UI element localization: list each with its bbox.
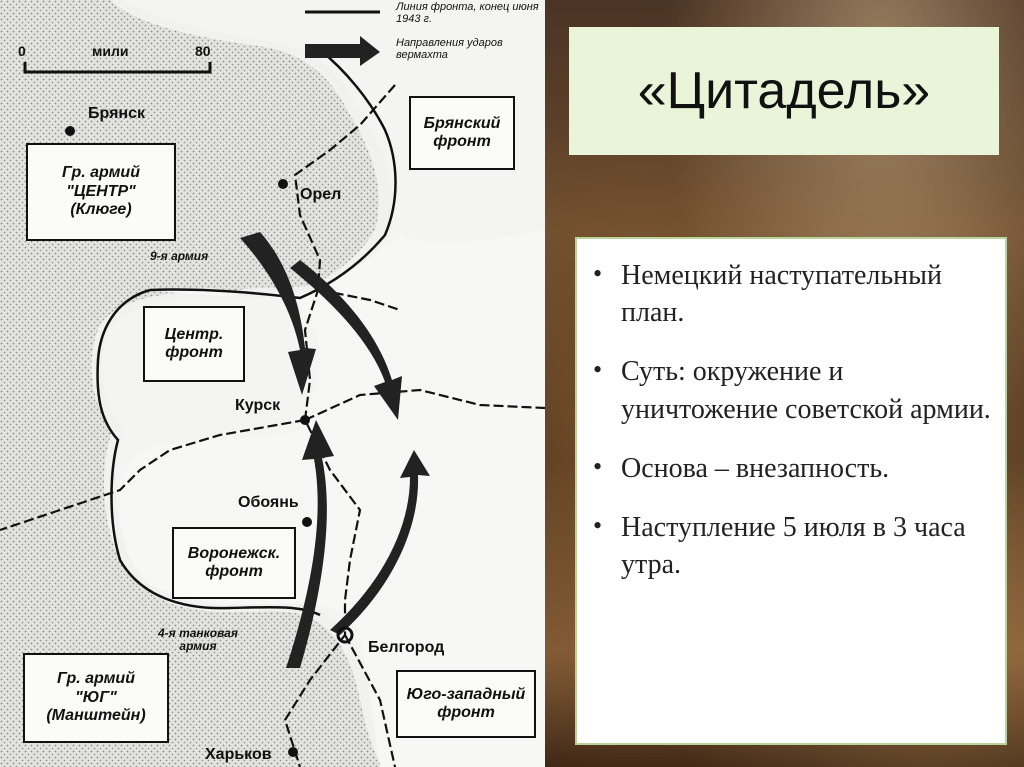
army-label-fourth-panzer: 4-я танковая армия: [158, 627, 238, 652]
box-bryansk-front: Брянский фронт: [409, 96, 515, 170]
city-dot-kursk: [300, 415, 310, 425]
salient-interior: [119, 230, 545, 767]
box-southwest-front-line2: фронт: [437, 704, 495, 721]
bullet-icon: •: [593, 451, 603, 481]
city-dot-oboyan: [302, 517, 312, 527]
bullet-item: • Немецкий наступательный план.: [589, 257, 993, 331]
box-army-group-center-line2: "ЦЕНТР": [66, 182, 136, 200]
box-army-group-south-line1: Гр. армий: [57, 670, 135, 688]
bullet-icon: •: [593, 355, 603, 385]
bullet-item: • Суть: окружение и уничтожение советской…: [589, 353, 993, 427]
railways: [0, 84, 545, 767]
city-dot-belgorod: [336, 626, 354, 644]
box-voronezh-front-line1: Воронежск.: [187, 544, 281, 562]
army-label-fourth-panzer-line1: 4-я танковая: [158, 626, 238, 640]
box-central-front-line2: фронт: [165, 344, 223, 361]
attack-arrow-south-1: [286, 420, 334, 668]
title-box: «Цитадель»: [569, 27, 999, 155]
city-label-orel: Орел: [300, 186, 342, 203]
box-army-group-center: Гр. армий "ЦЕНТР" (Клюге): [26, 143, 176, 241]
content-box: • Немецкий наступательный план. • Суть: ок…: [575, 237, 1007, 745]
box-bryansk-front-line1: Брянский: [423, 114, 501, 132]
army-label-fourth-panzer-line2: армия: [179, 638, 217, 653]
bullet-icon: •: [593, 259, 603, 288]
box-bryansk-front-line2: фронт: [433, 133, 491, 150]
scale-zero: 0: [18, 43, 26, 59]
box-army-group-center-line1: Гр. армий: [62, 164, 140, 182]
box-army-group-south: Гр. армий "ЮГ" (Манштейн): [23, 653, 169, 743]
box-southwest-front: Юго-западный фронт: [396, 670, 536, 738]
scale-bar: [23, 62, 212, 74]
legend-attack-direction-label: Направления ударов вермахта: [396, 37, 503, 61]
army-label-ninth: 9-я армия: [150, 249, 209, 263]
bullet-item: • Наступление 5 июля в 3 часа утра.: [589, 509, 993, 583]
city-label-oboyan: Обоянь: [238, 494, 299, 511]
city-dot-bryansk: [65, 126, 75, 136]
attack-arrow-north-2: [290, 260, 402, 420]
legend-front-line-label: Линия фронта, конец июня 1943 г.: [396, 1, 539, 25]
kursk-battle-map: Линия фронта, конец июня 1943 г. Направл…: [0, 0, 545, 767]
bullet-list: • Немецкий наступательный план. • Суть: ок…: [589, 257, 993, 584]
bullet-text: Основа – внезапность.: [621, 452, 890, 484]
bullet-item: • Основа – внезапность.: [589, 450, 993, 487]
city-dot-orel: [278, 179, 288, 189]
bullet-icon: •: [593, 511, 603, 541]
bullet-text: Немецкий наступательный план.: [621, 260, 942, 329]
box-army-group-center-line3: (Клюге): [70, 201, 132, 219]
front-line-north: [149, 49, 397, 300]
bullet-text: Суть: окружение и уничтожение советской …: [621, 356, 991, 425]
box-voronezh-front: Воронежск. фронт: [172, 527, 296, 599]
attack-arrow-north-1: [240, 232, 316, 395]
box-central-front-line1: Центр.: [164, 325, 224, 343]
city-label-bryansk: Брянск: [88, 105, 145, 122]
box-central-front: Центр. фронт: [143, 306, 245, 382]
box-army-group-south-line3: (Манштейн): [46, 707, 146, 725]
scale-max: 80: [195, 43, 211, 59]
scale-unit: мили: [92, 43, 129, 59]
box-army-group-south-line2: "ЮГ": [75, 688, 117, 706]
box-voronezh-front-line2: фронт: [205, 563, 263, 580]
city-label-kharkov: Харьков: [205, 746, 272, 763]
city-label-belgorod: Белгород: [368, 639, 445, 656]
front-line: [96, 288, 321, 617]
slide-title: «Цитадель»: [637, 62, 931, 120]
attack-arrow-south-2: [330, 450, 430, 635]
legend-arrow-sample: [305, 36, 380, 66]
box-southwest-front-line1: Юго-западный: [406, 685, 526, 703]
city-label-kursk: Курск: [235, 397, 281, 414]
city-dot-kharkov: [288, 747, 298, 757]
bullet-text: Наступление 5 июля в 3 часа утра.: [621, 512, 966, 581]
